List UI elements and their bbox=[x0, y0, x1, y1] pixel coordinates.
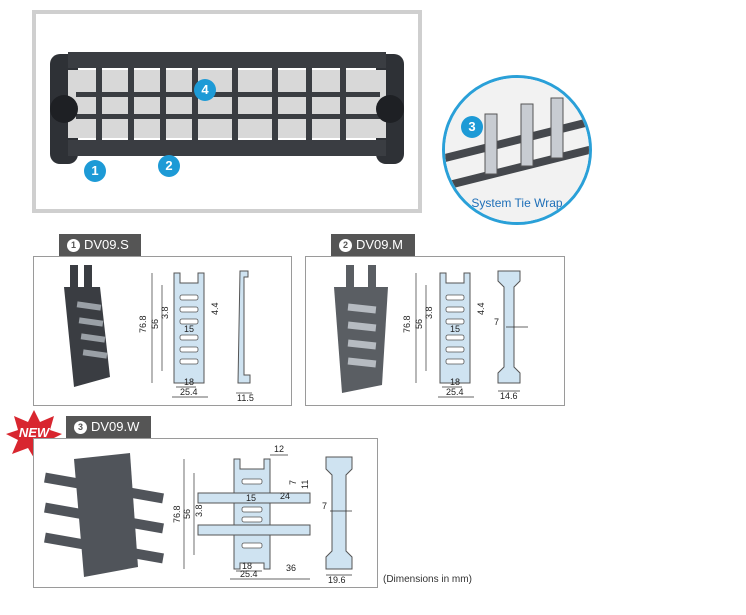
product-panel-dv09m: 76.8 56 3.8 15 4.4 18 25.4 7 14.6 bbox=[305, 256, 565, 406]
dim-outer-width: 25.4 bbox=[446, 387, 464, 397]
dim-slot: 3.8 bbox=[194, 504, 204, 517]
product-panel-dv09w: 12 7 11 76.8 56 3.8 15 24 18 25.4 36 7 1… bbox=[33, 438, 378, 588]
dim-offset: 4.4 bbox=[476, 302, 486, 315]
dv09w-photo bbox=[44, 453, 164, 577]
dv09m-side-view: 7 14.6 bbox=[494, 270, 528, 401]
callout-1: 1 bbox=[84, 160, 106, 182]
dim-slot: 3.8 bbox=[160, 306, 170, 319]
product-number: 2 bbox=[339, 239, 352, 252]
right-end-hole bbox=[376, 95, 404, 123]
dim-side-width: 11.5 bbox=[237, 393, 254, 403]
dimensions-note: (Dimensions in mm) bbox=[383, 574, 472, 585]
tie-wrap-detail: 3 System Tie Wrap bbox=[442, 75, 592, 225]
dim-height-outer: 76.8 bbox=[172, 505, 182, 523]
dim-inner-width: 18 bbox=[184, 377, 194, 387]
product-name: DV09.M bbox=[356, 237, 403, 252]
product-tab-dv09s: 1 DV09.S bbox=[59, 234, 141, 256]
callout-2: 2 bbox=[158, 155, 180, 177]
product-tab-dv09m: 2 DV09.M bbox=[331, 234, 415, 256]
tie-wrap-illustration bbox=[445, 78, 589, 222]
bottom-rail bbox=[68, 140, 386, 156]
dim-outer-width: 25.4 bbox=[240, 569, 258, 579]
dim-arm-span: 36 bbox=[286, 563, 296, 573]
dim-center: 15 bbox=[246, 493, 256, 503]
dv09w-drawing: 12 7 11 76.8 56 3.8 15 24 18 25.4 36 7 1… bbox=[44, 444, 353, 585]
dv09w-front-view: 12 7 11 76.8 56 3.8 15 24 18 25.4 36 bbox=[172, 444, 311, 580]
hero-product-photo: 1 2 4 bbox=[32, 10, 422, 213]
new-badge-text: NEW bbox=[18, 425, 50, 440]
left-end-hole bbox=[50, 95, 78, 123]
dim-side-web: 7 bbox=[494, 317, 499, 327]
cable-carrier-illustration bbox=[50, 52, 404, 164]
dim-center: 15 bbox=[184, 324, 194, 334]
product-name: DV09.S bbox=[84, 237, 129, 252]
dim-slot: 3.8 bbox=[424, 306, 434, 319]
dim-tab-b: 11 bbox=[300, 480, 310, 489]
dim-height-inner: 56 bbox=[414, 319, 424, 329]
crossbars bbox=[76, 68, 380, 140]
dv09m-front-view: 76.8 56 3.8 15 4.4 18 25.4 bbox=[402, 272, 486, 398]
dim-tab-a: 7 bbox=[288, 480, 298, 485]
product-number: 3 bbox=[74, 421, 87, 434]
dim-height-outer: 76.8 bbox=[402, 315, 412, 333]
callout-4: 4 bbox=[194, 79, 216, 101]
dv09s-front-view: 76.8 56 3.8 15 4.4 18 25.4 bbox=[138, 272, 220, 398]
dim-arm: 24 bbox=[280, 491, 290, 501]
dim-offset: 4.4 bbox=[210, 302, 220, 315]
product-panel-dv09s: 76.8 56 3.8 15 4.4 18 25.4 11.5 bbox=[33, 256, 292, 406]
dim-inner-width: 18 bbox=[242, 561, 252, 571]
dim-side-width: 14.6 bbox=[500, 391, 518, 401]
dv09w-side-view: 7 19.6 bbox=[322, 456, 353, 585]
tie-wrap-label: System Tie Wrap bbox=[471, 196, 563, 210]
dim-height-inner: 56 bbox=[182, 509, 192, 519]
dim-height-inner: 56 bbox=[150, 319, 160, 329]
dv09s-drawing: 76.8 56 3.8 15 4.4 18 25.4 11.5 bbox=[64, 265, 254, 403]
dv09m-drawing: 76.8 56 3.8 15 4.4 18 25.4 7 14.6 bbox=[334, 265, 528, 401]
dim-side-web: 7 bbox=[322, 501, 327, 511]
product-number: 1 bbox=[67, 239, 80, 252]
product-name: DV09.W bbox=[91, 419, 140, 434]
dv09s-side-view: 11.5 bbox=[236, 270, 254, 403]
product-tab-dv09w: 3 DV09.W bbox=[66, 416, 152, 438]
interior bbox=[68, 70, 386, 138]
dim-side-width: 19.6 bbox=[328, 575, 346, 585]
dim-center: 15 bbox=[450, 324, 460, 334]
top-rail bbox=[68, 52, 386, 68]
dv09s-photo bbox=[64, 265, 110, 387]
dim-top-tab: 12 bbox=[274, 444, 284, 454]
dim-outer-width: 25.4 bbox=[180, 387, 198, 397]
dim-height-outer: 76.8 bbox=[138, 315, 148, 333]
callout-3: 3 bbox=[461, 116, 483, 138]
dim-inner-width: 18 bbox=[450, 377, 460, 387]
